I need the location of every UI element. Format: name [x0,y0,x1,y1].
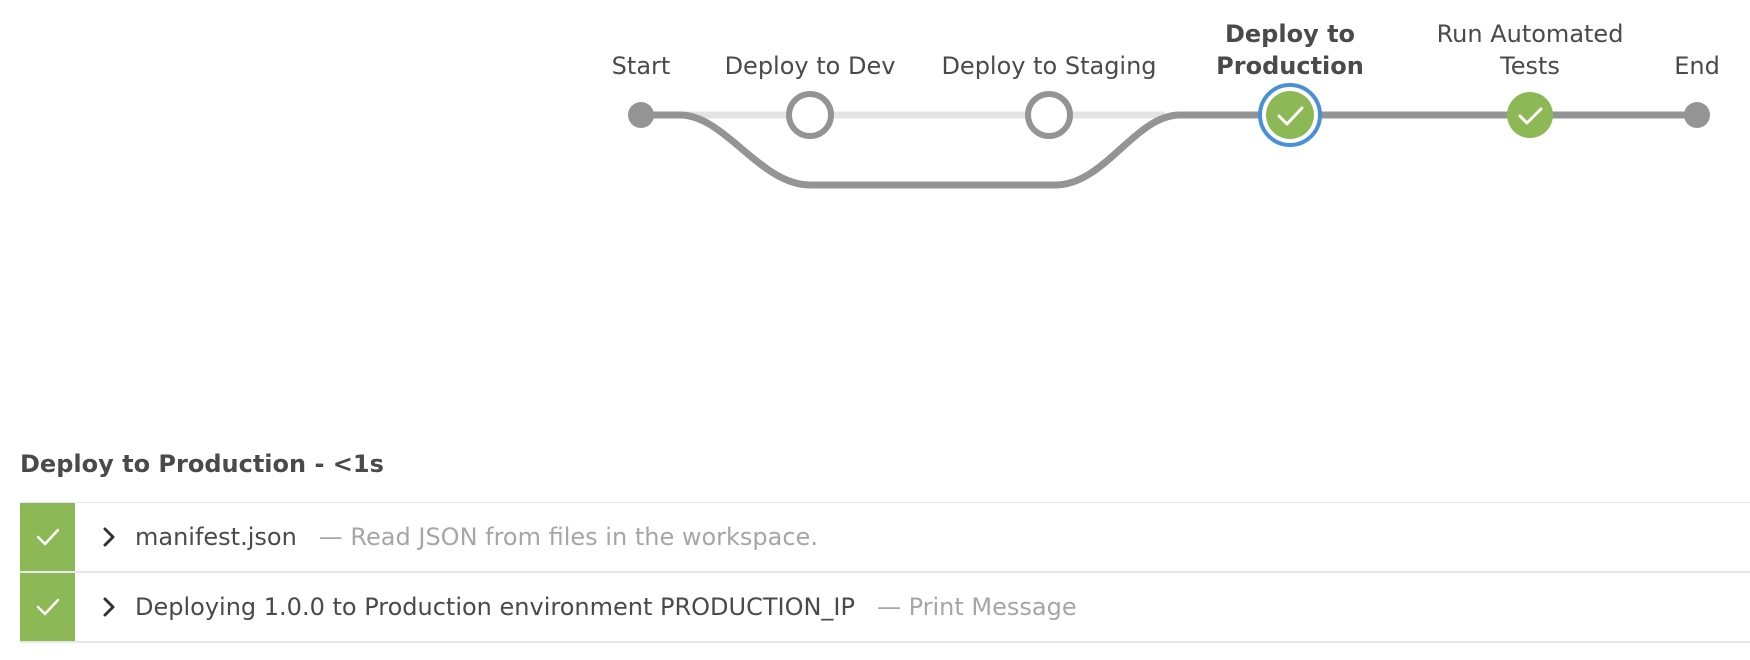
step-status-success [20,503,75,571]
step-description: — Print Message [876,593,1077,621]
stage-node-deploy-to-production[interactable] [1258,83,1322,147]
stage-label-deploy-to-staging[interactable]: Deploy to Staging [941,52,1157,80]
step-description: — Read JSON from files in the workspace. [318,523,818,551]
check-icon [1518,107,1543,125]
stage-label-start: Start [611,52,671,80]
stage-label-end: End [1674,52,1720,80]
stage-node-run-automated-tests[interactable] [1507,92,1553,138]
step-row[interactable]: Deploying 1.0.0 to Production environmen… [20,573,1750,643]
check-icon [36,528,59,546]
check-icon [36,598,59,616]
stage-node-end [1684,102,1710,128]
steps-list: manifest.json — Read JSON from files in … [20,502,1750,643]
check-icon [1277,106,1304,126]
chevron-right-icon[interactable] [95,596,123,618]
step-row[interactable]: manifest.json — Read JSON from files in … [20,502,1750,573]
stage-node-start [628,102,654,128]
pipeline-graph: Start Deploy to Dev Deploy to Staging De… [0,0,1750,230]
stage-label-deploy-to-dev[interactable]: Deploy to Dev [724,52,896,80]
chevron-right-icon[interactable] [95,526,123,548]
bypass-connector-line [641,111,1290,189]
step-name: Deploying 1.0.0 to Production environmen… [135,593,855,621]
stage-node-deploy-to-dev[interactable] [786,91,834,139]
stage-label-deploy-to-production[interactable]: Deploy to Production [1216,20,1364,80]
pipeline-graph-svg [628,83,1710,189]
step-status-success [20,573,75,641]
step-name: manifest.json [135,523,297,551]
steps-title: Deploy to Production - <1s [20,450,384,478]
stage-label-run-automated-tests[interactable]: Run Automated Tests [1436,20,1624,80]
stage-node-deploy-to-staging[interactable] [1025,91,1073,139]
